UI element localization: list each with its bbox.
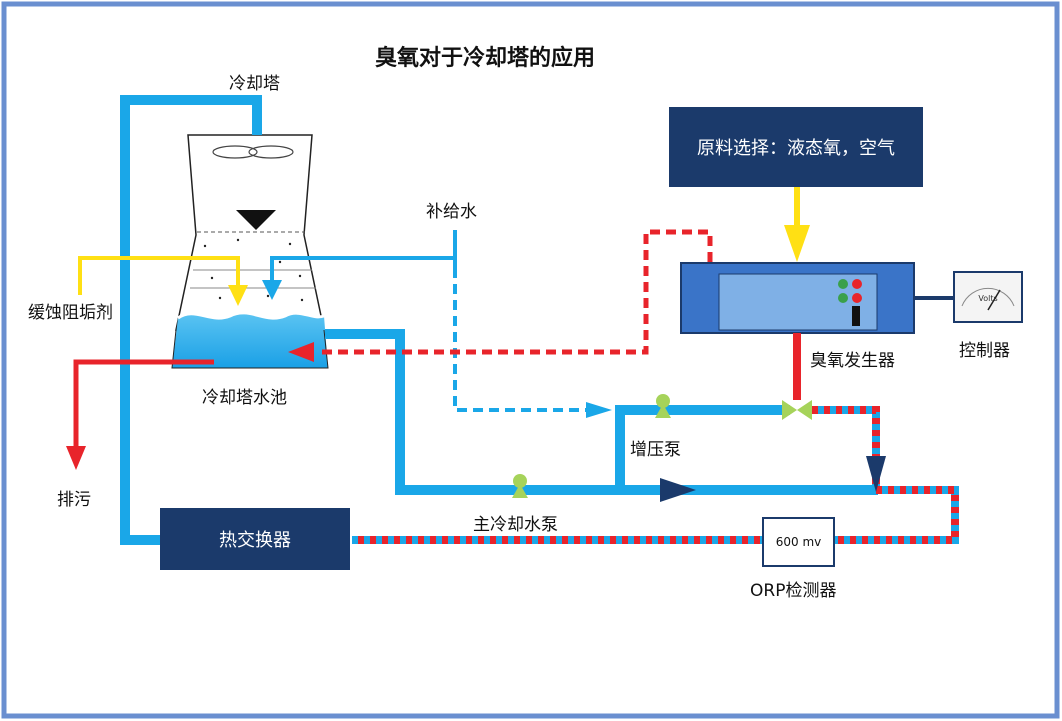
gauge-label: Volts [978, 294, 997, 303]
inhibitor-arrow [228, 285, 248, 306]
inhibitor-label: 缓蚀阻垢剂 [28, 303, 113, 323]
ozone-generator-label: 臭氧发生器 [810, 351, 895, 371]
flow-arrow [660, 478, 696, 502]
heat-exchanger-box [160, 508, 350, 570]
feed-box [669, 107, 923, 187]
drain-arrow [66, 446, 86, 470]
booster-pump-icon [655, 394, 671, 418]
gauge-needle [987, 289, 1001, 311]
makeup-dashed [453, 268, 590, 412]
basin-wave [177, 311, 325, 320]
main-pump-icon [512, 474, 528, 498]
cooling-tower-label: 冷却塔 [229, 74, 280, 94]
booster-pump-label: 增压泵 [630, 440, 681, 460]
mixed-arrow [866, 456, 886, 492]
return-pipe [120, 95, 262, 545]
valve-icon [782, 400, 797, 420]
drain-label: 排污 [57, 490, 91, 510]
gauge-arc [961, 287, 1015, 307]
droplets [203, 238, 304, 302]
voltmeter-icon [953, 271, 1023, 323]
orp-detector-label: ORP检测器 [750, 581, 837, 601]
ozone-return-dashed [318, 229, 713, 355]
distributor-icon [236, 210, 276, 230]
controller-label: 控制器 [959, 341, 1010, 361]
heat-exchanger-label: 热交换器 [219, 530, 291, 551]
makeup-dashed-arrow [586, 402, 612, 418]
fan-icon [212, 145, 294, 159]
orp-box [762, 517, 835, 567]
drain-line [73, 359, 214, 450]
supply-pipe [325, 329, 878, 495]
basin-outline [171, 329, 329, 369]
indicator-lights-icon [838, 279, 862, 303]
feed-arrow [784, 225, 810, 262]
makeup-water-label: 补给水 [426, 202, 477, 222]
main-pump-label: 主冷却水泵 [473, 515, 558, 535]
generator-panel [718, 273, 878, 331]
makeup-line [270, 256, 455, 282]
valve-icon-right [797, 400, 812, 420]
booster-pipe [615, 405, 790, 490]
ozone-return-arrow [288, 342, 314, 362]
inhibitor-line [78, 256, 240, 295]
mixed-pipe [352, 406, 959, 544]
page-title: 臭氧对于冷却塔的应用 [375, 46, 596, 71]
switch-icon [852, 306, 860, 326]
basin-label: 冷却塔水池 [202, 388, 287, 408]
basin-water [172, 312, 328, 368]
makeup-arrow [262, 280, 282, 300]
feed-selection-text: 原料选择：液态氧，空气 [697, 138, 895, 159]
orp-value: 600 mv [775, 535, 822, 549]
